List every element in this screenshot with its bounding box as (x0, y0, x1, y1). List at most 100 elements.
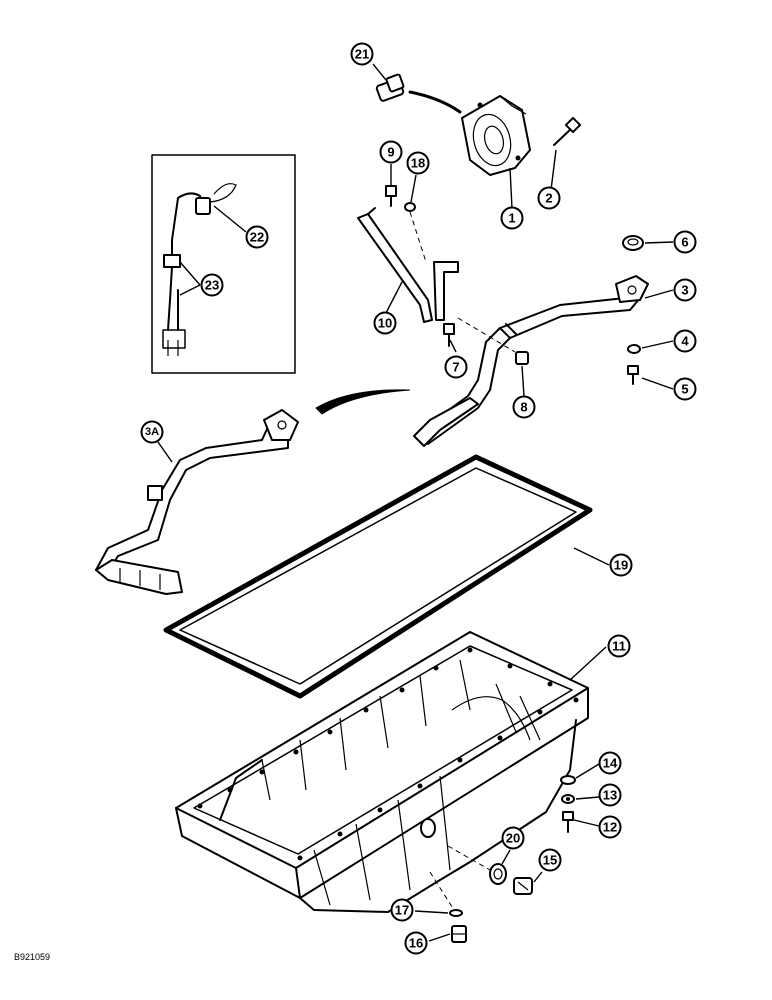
leader-21 (372, 63, 387, 81)
leader-5 (641, 377, 674, 390)
tube-seal (622, 235, 644, 251)
pump-cap-screw (553, 116, 582, 146)
leader-19 (573, 547, 610, 566)
leader-22 (213, 205, 247, 233)
oil-pump (461, 95, 531, 176)
leader-2 (550, 149, 557, 191)
leader-4 (641, 340, 674, 349)
callout-2: 2 (537, 186, 561, 210)
callout-12: 12 (598, 815, 622, 839)
callout-19: 19 (609, 553, 633, 577)
callout-9: 9 (379, 140, 403, 164)
svg-text:15: 15 (543, 853, 557, 868)
leader-18 (410, 174, 417, 203)
sensor-plug-o-ring (449, 909, 463, 917)
callout-7: 7 (444, 355, 468, 379)
callout-20: 20 (501, 826, 525, 850)
drain-plug-seal (489, 863, 507, 885)
leader-3 (644, 289, 674, 299)
svg-text:21: 21 (355, 47, 369, 62)
svg-text:23: 23 (205, 278, 219, 293)
leader-23 (179, 261, 201, 296)
callout-14: 14 (598, 751, 622, 775)
leader-7 (449, 339, 457, 353)
svg-text:17: 17 (395, 903, 409, 918)
svg-text:9: 9 (387, 145, 394, 160)
callout-22: 22 (245, 225, 269, 249)
callout-11: 11 (607, 634, 631, 658)
oil-pan (175, 631, 589, 913)
leader-8 (521, 365, 525, 397)
sensor-plug-alignment-line (429, 871, 455, 911)
bracket-alignment-line (409, 211, 427, 263)
callout-13: 13 (598, 783, 622, 807)
callout-4: 4 (673, 329, 697, 353)
alternate-arrow (315, 389, 411, 415)
drain-alignment-line (447, 845, 491, 871)
svg-text:19: 19 (614, 558, 628, 573)
callout-18: 18 (406, 151, 430, 175)
leader-17 (414, 910, 449, 914)
bracket-bolt (443, 323, 455, 347)
svg-text:22: 22 (250, 230, 264, 245)
leader-11 (569, 646, 607, 681)
callout-8: 8 (512, 395, 536, 419)
svg-text:14: 14 (603, 756, 618, 771)
pipe-fitting (375, 73, 462, 114)
svg-text:5: 5 (681, 382, 688, 397)
support-bracket (357, 207, 459, 323)
svg-text:16: 16 (409, 936, 423, 951)
callout-5: 5 (673, 377, 697, 401)
leader-15 (533, 871, 543, 883)
oil-pan-gasket (163, 454, 593, 699)
sensor-inset (151, 154, 296, 374)
tube-cap-screw (627, 365, 639, 385)
alternate-suction-tube (95, 409, 299, 595)
svg-text:6: 6 (681, 235, 688, 250)
svg-text:1: 1 (508, 211, 515, 226)
callout-23: 23 (200, 273, 224, 297)
pan-cap-screw (562, 811, 574, 833)
svg-text:20: 20 (506, 831, 520, 846)
svg-text:18: 18 (411, 156, 425, 171)
leader-1 (509, 167, 513, 209)
oil-suction-tube (413, 275, 649, 447)
svg-text:2: 2 (545, 191, 552, 206)
svg-text:10: 10 (378, 316, 392, 331)
svg-text:3: 3 (681, 283, 688, 298)
leader-20 (501, 849, 511, 865)
leader-14 (575, 763, 600, 779)
callout-1: 1 (500, 206, 524, 230)
callout-10: 10 (373, 311, 397, 335)
svg-text:7: 7 (452, 360, 459, 375)
leader-12 (573, 819, 600, 827)
callout-3a: 3A (140, 420, 164, 444)
tube-lockwasher (627, 344, 641, 354)
leader-3a (157, 441, 173, 463)
drawing-id: B921059 (14, 952, 50, 962)
drain-plug-seal-inner (493, 868, 503, 880)
leader-10 (385, 281, 403, 314)
nut-alignment-line (457, 317, 516, 353)
callout-17: 17 (390, 898, 414, 922)
svg-text:8: 8 (520, 400, 527, 415)
pan-lockwasher (561, 794, 575, 804)
drain-plug (513, 877, 533, 895)
callout-6: 6 (673, 230, 697, 254)
leader-16 (428, 933, 451, 942)
callout-15: 15 (538, 848, 562, 872)
svg-text:4: 4 (681, 334, 689, 349)
pan-flat-washer (560, 775, 576, 785)
svg-text:12: 12 (603, 820, 617, 835)
svg-text:13: 13 (603, 788, 617, 803)
leader-13 (575, 796, 600, 800)
svg-text:11: 11 (612, 639, 626, 654)
callout-16: 16 (404, 931, 428, 955)
sensor-plug (451, 925, 467, 943)
bracket-washer (404, 202, 416, 212)
callout-21: 21 (350, 42, 374, 66)
callout-3: 3 (673, 278, 697, 302)
tube-nut (515, 351, 529, 365)
bracket-cap-screw (385, 185, 397, 207)
svg-text:3A: 3A (145, 426, 159, 438)
